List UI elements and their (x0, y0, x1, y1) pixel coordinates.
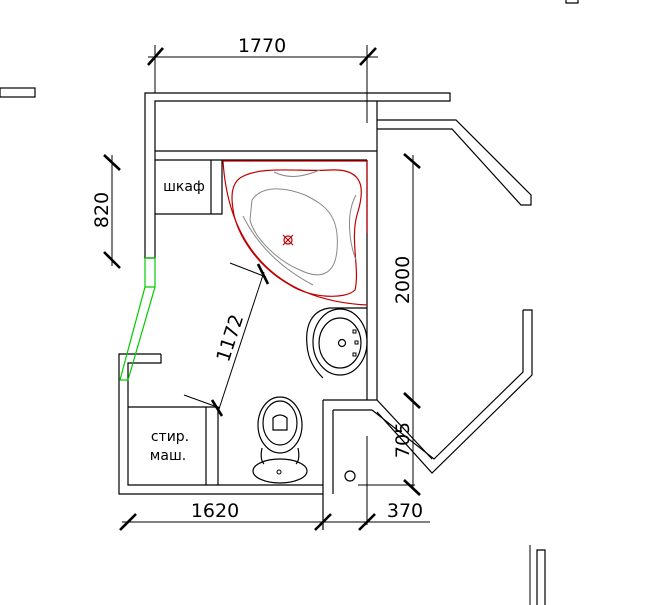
stray-mark-top-right (565, 0, 579, 4)
washing-machine: стир. маш. (128, 406, 219, 485)
dimension-diagonal: 1172 (183, 262, 270, 417)
dimension-bottom: 1620 370 (119, 500, 430, 531)
stray-mark-left (0, 87, 36, 98)
door (119, 257, 156, 381)
dimension-top: 1770 (147, 35, 378, 123)
sink (306, 307, 368, 379)
dimension-bottom-right-label: 370 (387, 500, 423, 522)
dimension-right: 2000 705 (392, 153, 421, 496)
dimension-bottom-left-label: 1620 (191, 500, 239, 522)
washer-label-line1: стир. (151, 429, 189, 445)
dimension-top-label: 1770 (238, 35, 286, 57)
washer-label-line2: маш. (150, 448, 186, 464)
walls (118, 92, 533, 530)
dimension-diagonal-label: 1172 (212, 312, 248, 365)
floor-drain-icon (344, 470, 356, 482)
corner-bathtub (222, 160, 368, 306)
dimension-right-lower-label: 705 (392, 422, 414, 458)
dimension-left: 820 (91, 154, 121, 269)
toilet (252, 396, 308, 484)
drain-icon (282, 234, 294, 246)
cabinet: шкаф (155, 160, 223, 215)
cabinet-label: шкаф (163, 179, 205, 195)
dimension-right-label: 2000 (392, 256, 414, 304)
dimension-left-label: 820 (91, 192, 113, 228)
stray-mark-bottom-right (536, 549, 546, 605)
